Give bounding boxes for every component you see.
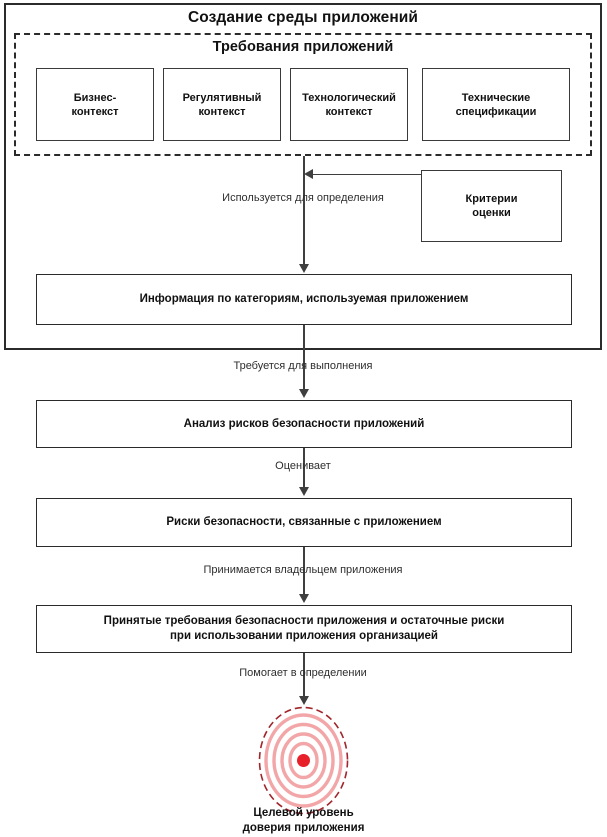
connector-requirements-to-info: [303, 156, 305, 266]
bullseye-center-dot: [297, 754, 310, 767]
connector-criteria-to-trunk: [313, 173, 421, 176]
page-title: Создание среды приложений: [187, 9, 419, 26]
edge-label-accepted-by-owner: Принимается владельцем приложения: [203, 564, 403, 576]
arrowhead-info-to-analysis: [298, 389, 309, 398]
process-box-application-security-risks: Риски безопасности, связанные с приложен…: [36, 498, 572, 547]
arrowhead-analysis-to-risks: [298, 487, 309, 496]
connector-accepted-to-target: [303, 653, 305, 698]
edge-label-evaluates: Оценивает: [275, 460, 331, 472]
arrowhead-requirements-to-info: [298, 264, 309, 273]
requirements-group-title: Требования приложений: [212, 39, 394, 55]
bullseye-ring-2: [280, 732, 327, 789]
edge-label-used-to-define: Используется для определения: [222, 192, 384, 204]
edge-label-required-for-execution: Требуется для выполнения: [233, 360, 373, 372]
connector-info-to-analysis: [303, 325, 305, 391]
bullseye-icon: [258, 706, 349, 815]
process-box-accepted-requirements-residual-risks: Принятые требования безопасности приложе…: [36, 605, 572, 653]
edge-label-helps-define: Помогает в определении: [239, 667, 367, 679]
connector-risks-to-accepted: [303, 547, 305, 596]
bullseye-ring-1: [288, 741, 319, 780]
requirement-box-business-context: Бизнес-контекст: [36, 68, 154, 141]
arrowhead-risks-to-accepted: [298, 594, 309, 603]
target-bullseye-graphic: [243, 704, 364, 817]
process-box-categorized-information: Информация по категориям, используемая п…: [36, 274, 572, 325]
process-box-security-risk-analysis: Анализ рисков безопасности приложений: [36, 400, 572, 448]
bullseye-ring-3: [272, 722, 335, 799]
bullseye-ring-4: [264, 713, 343, 808]
arrowhead-criteria-to-trunk: [304, 168, 313, 179]
arrowhead-accepted-to-target: [298, 696, 309, 705]
connector-analysis-to-risks: [303, 448, 305, 489]
